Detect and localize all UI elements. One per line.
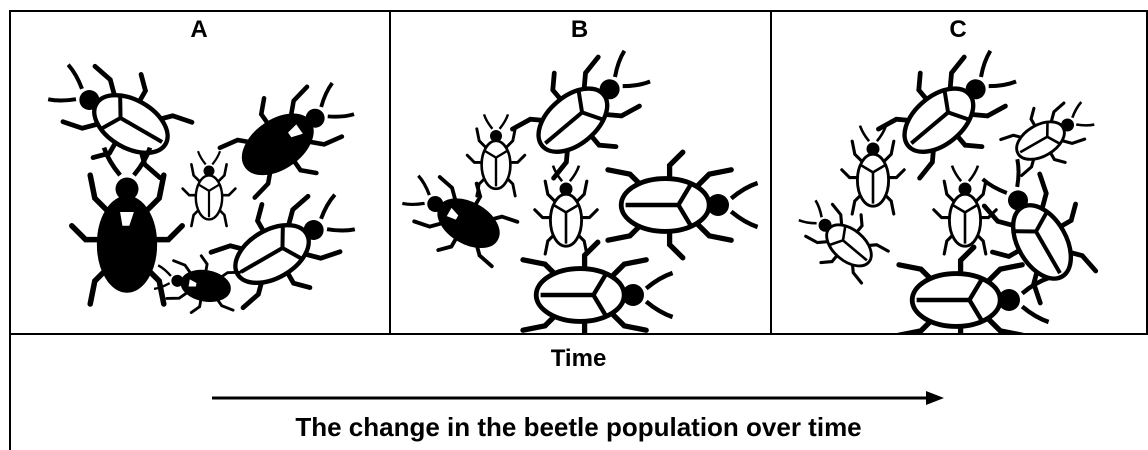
figure-caption: The change in the beetle population over… [9,412,1148,443]
